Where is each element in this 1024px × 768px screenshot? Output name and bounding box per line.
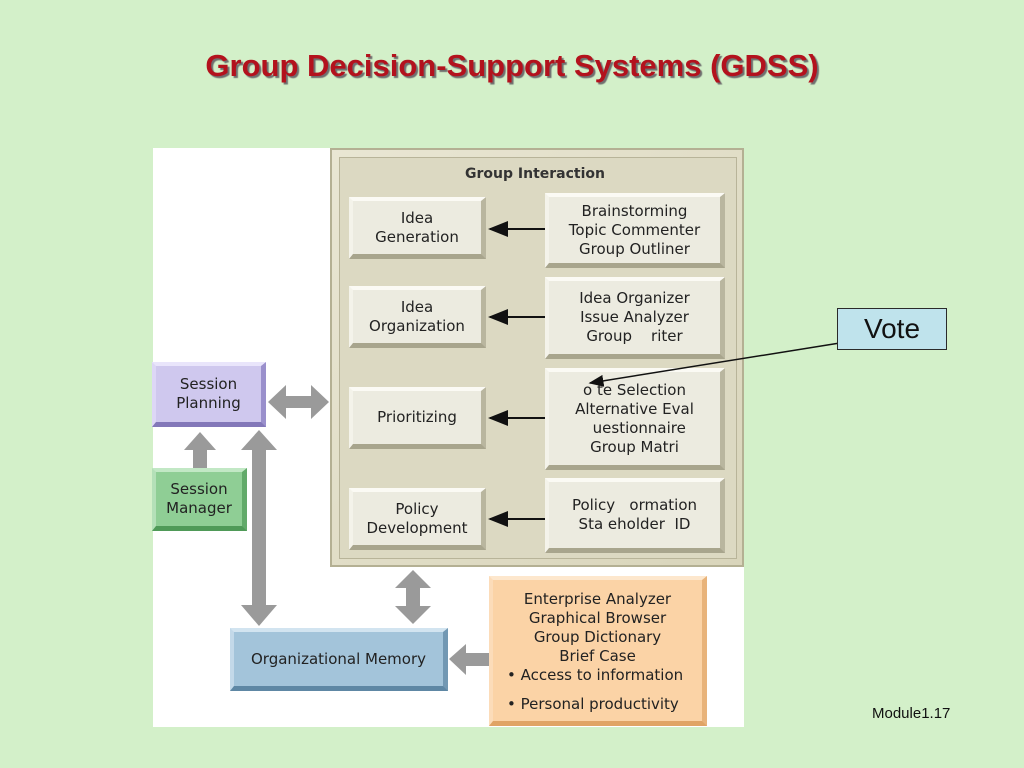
double-arrow-planning-interaction [268,385,329,419]
slide-title: Group Decision-Support Systems (GDSS) [205,48,819,83]
enterprise-bullet-item: • Personal productivity [507,695,679,713]
tools-prioritizing: o te Selection Alternative Eval uestionn… [545,368,725,470]
group-interaction-label: Group Interaction [465,166,605,182]
stage-label: Idea Organization [369,297,465,335]
stage-idea-generation: Idea Generation [349,197,486,259]
tools-list: Policy ormation Sta eholder ID [571,496,698,533]
stage-label: Prioritizing [377,408,457,426]
enterprise-tools-box: Enterprise Analyzer Graphical Browser Gr… [489,576,707,726]
enterprise-tool-item: Enterprise Analyzer [523,590,672,608]
tools-policy-development: Policy ormation Sta eholder ID [545,478,725,553]
enterprise-bullet-item: • Access to information [507,666,684,684]
double-arrow-planning-memory [241,430,277,626]
vote-callout-line [588,341,847,387]
tools-list: Idea Organizer Issue Analyzer Group rite… [579,289,690,345]
session-manager-box: Session Manager [152,468,247,531]
enterprise-tool-item: Graphical Browser [528,609,667,627]
tools-idea-generation: Brainstorming Topic Commenter Group Outl… [545,193,725,268]
organizational-memory-label: Organizational Memory [250,649,427,668]
stage-policy-development: Policy Development [349,488,486,550]
session-planning-box: Session Planning [152,362,266,427]
double-arrow-interaction-bottom [395,570,431,624]
up-arrow-manager-planning [184,432,216,468]
session-planning-label: Session Planning [176,375,241,412]
tools-list: Brainstorming Topic Commenter Group Outl… [568,201,701,258]
tools-idea-organization: Idea Organizer Issue Analyzer Group rite… [545,277,725,359]
tools-list: o te Selection Alternative Eval uestionn… [575,380,694,456]
enterprise-tool-item: Brief Case [559,647,636,665]
organizational-memory-box: Organizational Memory [230,628,448,691]
enterprise-tool-item: Group Dictionary [533,628,662,646]
stage-prioritizing: Prioritizing [349,387,486,449]
session-manager-label: Session Manager [166,480,232,517]
slide-footer: Module1.17 [872,705,951,722]
stage-label: Idea Generation [375,208,459,246]
stage-label: Policy Development [366,499,468,537]
stage-idea-organization: Idea Organization [349,286,486,348]
arrow-enterprise-memory [449,644,489,675]
vote-callout: Vote [837,308,947,350]
